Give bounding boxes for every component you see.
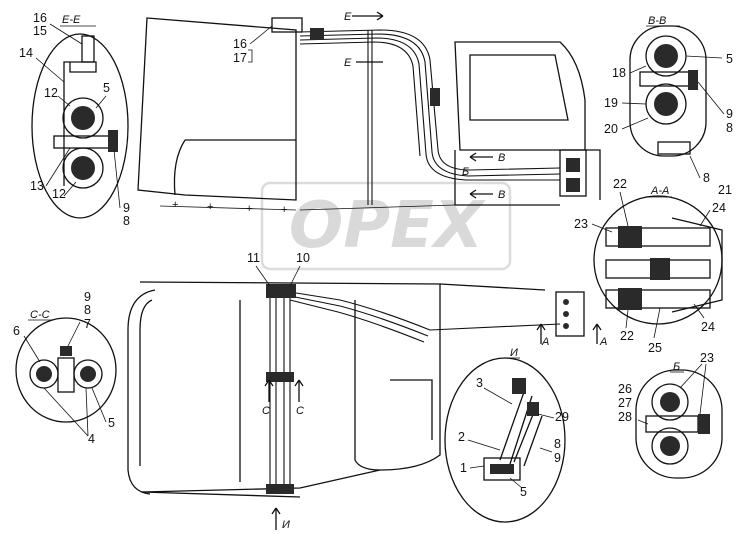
label-aa-24a: 24 <box>712 201 726 215</box>
label-cc-6: 6 <box>13 324 20 338</box>
title-c-c: C-C <box>30 309 50 321</box>
cab-top-view: + + + + E E B B Б 16 <box>137 11 601 216</box>
label-b-23: 23 <box>700 351 714 365</box>
marker-b-bottom: B <box>498 189 505 201</box>
label-i-5: 5 <box>520 485 527 499</box>
marker-i-bottom: И <box>282 519 290 531</box>
marker-e-top: E <box>344 11 352 23</box>
label-b-26: 26 <box>618 382 632 396</box>
section-b-b: B-B 5 18 19 20 9 8 8 21 <box>604 15 733 197</box>
label-ee-14: 14 <box>19 46 33 60</box>
title-a-a: A-A <box>650 185 669 197</box>
marker-c-left: C <box>262 405 270 417</box>
label-cc-7: 7 <box>84 317 91 331</box>
section-c-c: C-C 9 8 7 6 5 4 <box>13 290 117 446</box>
label-i-2: 2 <box>458 430 465 444</box>
marker-c-right: C <box>296 405 304 417</box>
title-e-e: E-E <box>62 14 81 26</box>
svg-text:+: + <box>207 201 213 213</box>
label-i-29: 29 <box>555 410 569 424</box>
label-i-3: 3 <box>476 376 483 390</box>
section-e-e: E-E 16 15 14 12 5 13 12 9 8 <box>19 11 130 228</box>
label-i-1: 1 <box>460 461 467 475</box>
label-b-27: 27 <box>618 396 632 410</box>
title-b-b: B-B <box>648 15 666 27</box>
svg-text:+: + <box>246 203 252 215</box>
label-ee-8: 8 <box>123 214 130 228</box>
marker-e-bottom: E <box>344 57 352 69</box>
label-cc-9: 9 <box>84 290 91 304</box>
marker-a-right: A <box>599 336 607 348</box>
section-a-a: A-A 22 23 24 22 25 24 <box>574 177 726 355</box>
label-bb-18: 18 <box>612 66 626 80</box>
label-bb-8a: 8 <box>726 121 733 135</box>
label-i-9: 9 <box>554 451 561 465</box>
label-aa-25: 25 <box>648 341 662 355</box>
marker-b-cyr: Б <box>462 166 469 178</box>
svg-text:+: + <box>172 199 178 211</box>
label-aa-24b: 24 <box>701 320 715 334</box>
title-b-view: Б <box>673 361 680 373</box>
label-ee-5: 5 <box>103 81 110 95</box>
view-i: И 3 29 2 8 9 1 5 <box>444 347 569 523</box>
label-bb-19: 19 <box>604 96 618 110</box>
label-ee-9: 9 <box>123 201 130 215</box>
label-mid-10: 10 <box>296 251 310 265</box>
label-bb-8b: 8 <box>703 171 710 185</box>
label-i-8: 8 <box>554 437 561 451</box>
label-bb-21: 21 <box>718 183 732 197</box>
label-bb-9: 9 <box>726 107 733 121</box>
label-aa-22a: 22 <box>613 177 627 191</box>
label-bb-5: 5 <box>726 52 733 66</box>
label-ee-16: 16 <box>33 11 47 25</box>
label-cc-8: 8 <box>84 303 91 317</box>
label-mid-11: 11 <box>247 251 260 265</box>
opex-watermark: OPEX <box>260 181 512 271</box>
marker-b-top: B <box>498 152 505 164</box>
label-ee-12b: 12 <box>52 187 66 201</box>
cab-side-view: 11 10 C C A A И <box>127 251 607 531</box>
label-bb-20: 20 <box>604 122 618 136</box>
view-b: Б 26 27 28 23 <box>618 351 723 479</box>
title-i-view: И <box>510 347 518 359</box>
svg-text:+: + <box>281 204 287 216</box>
label-ee-15: 15 <box>33 24 47 38</box>
label-aa-23: 23 <box>574 217 588 231</box>
label-aa-22b: 22 <box>620 329 634 343</box>
label-b-28: 28 <box>618 410 632 424</box>
label-ee-12a: 12 <box>44 86 58 100</box>
label-17-main: 17 <box>233 51 247 65</box>
marker-a-left: A <box>541 336 549 348</box>
label-cc-5: 5 <box>108 416 115 430</box>
label-16-main: 16 <box>233 37 247 51</box>
watermark-text: OPEX <box>289 189 486 263</box>
label-ee-13: 13 <box>30 179 44 193</box>
label-cc-4: 4 <box>88 432 95 446</box>
